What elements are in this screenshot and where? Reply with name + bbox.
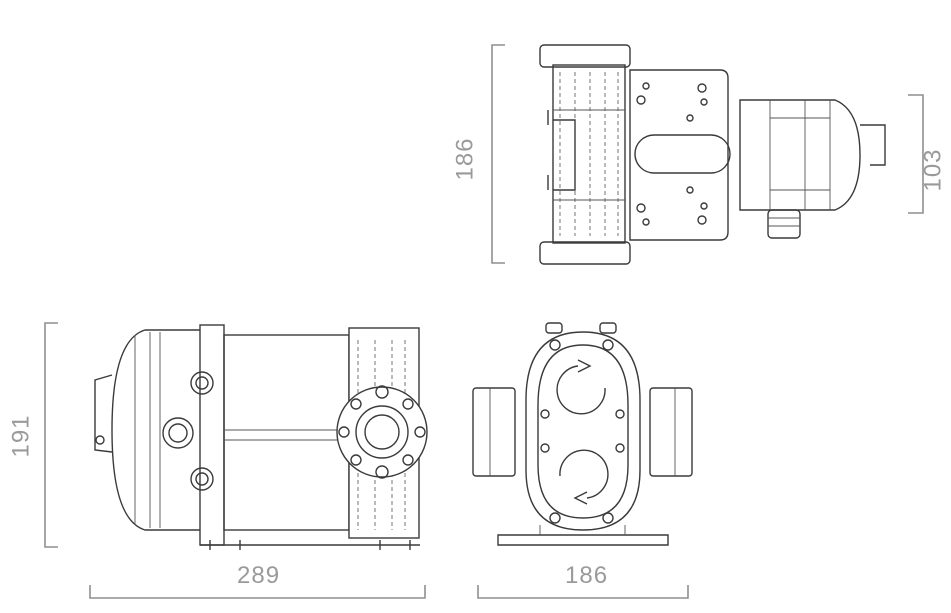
dim-line-side-191 <box>44 322 58 548</box>
dimension-label-front-width: 186 <box>565 562 609 589</box>
side-view <box>44 322 428 599</box>
dim-line-front-186 <box>477 585 689 599</box>
top-view <box>491 44 924 265</box>
dimension-label-top-height: 186 <box>451 137 479 181</box>
dimension-label-side-length: 289 <box>237 562 281 589</box>
dim-line-top-103 <box>908 94 924 214</box>
dim-line-side-289 <box>89 585 426 599</box>
dimension-label-side-height: 191 <box>7 414 35 458</box>
dimension-label-top-depth: 103 <box>919 148 947 192</box>
dim-line-top-186 <box>491 44 505 264</box>
front-view <box>472 322 693 599</box>
